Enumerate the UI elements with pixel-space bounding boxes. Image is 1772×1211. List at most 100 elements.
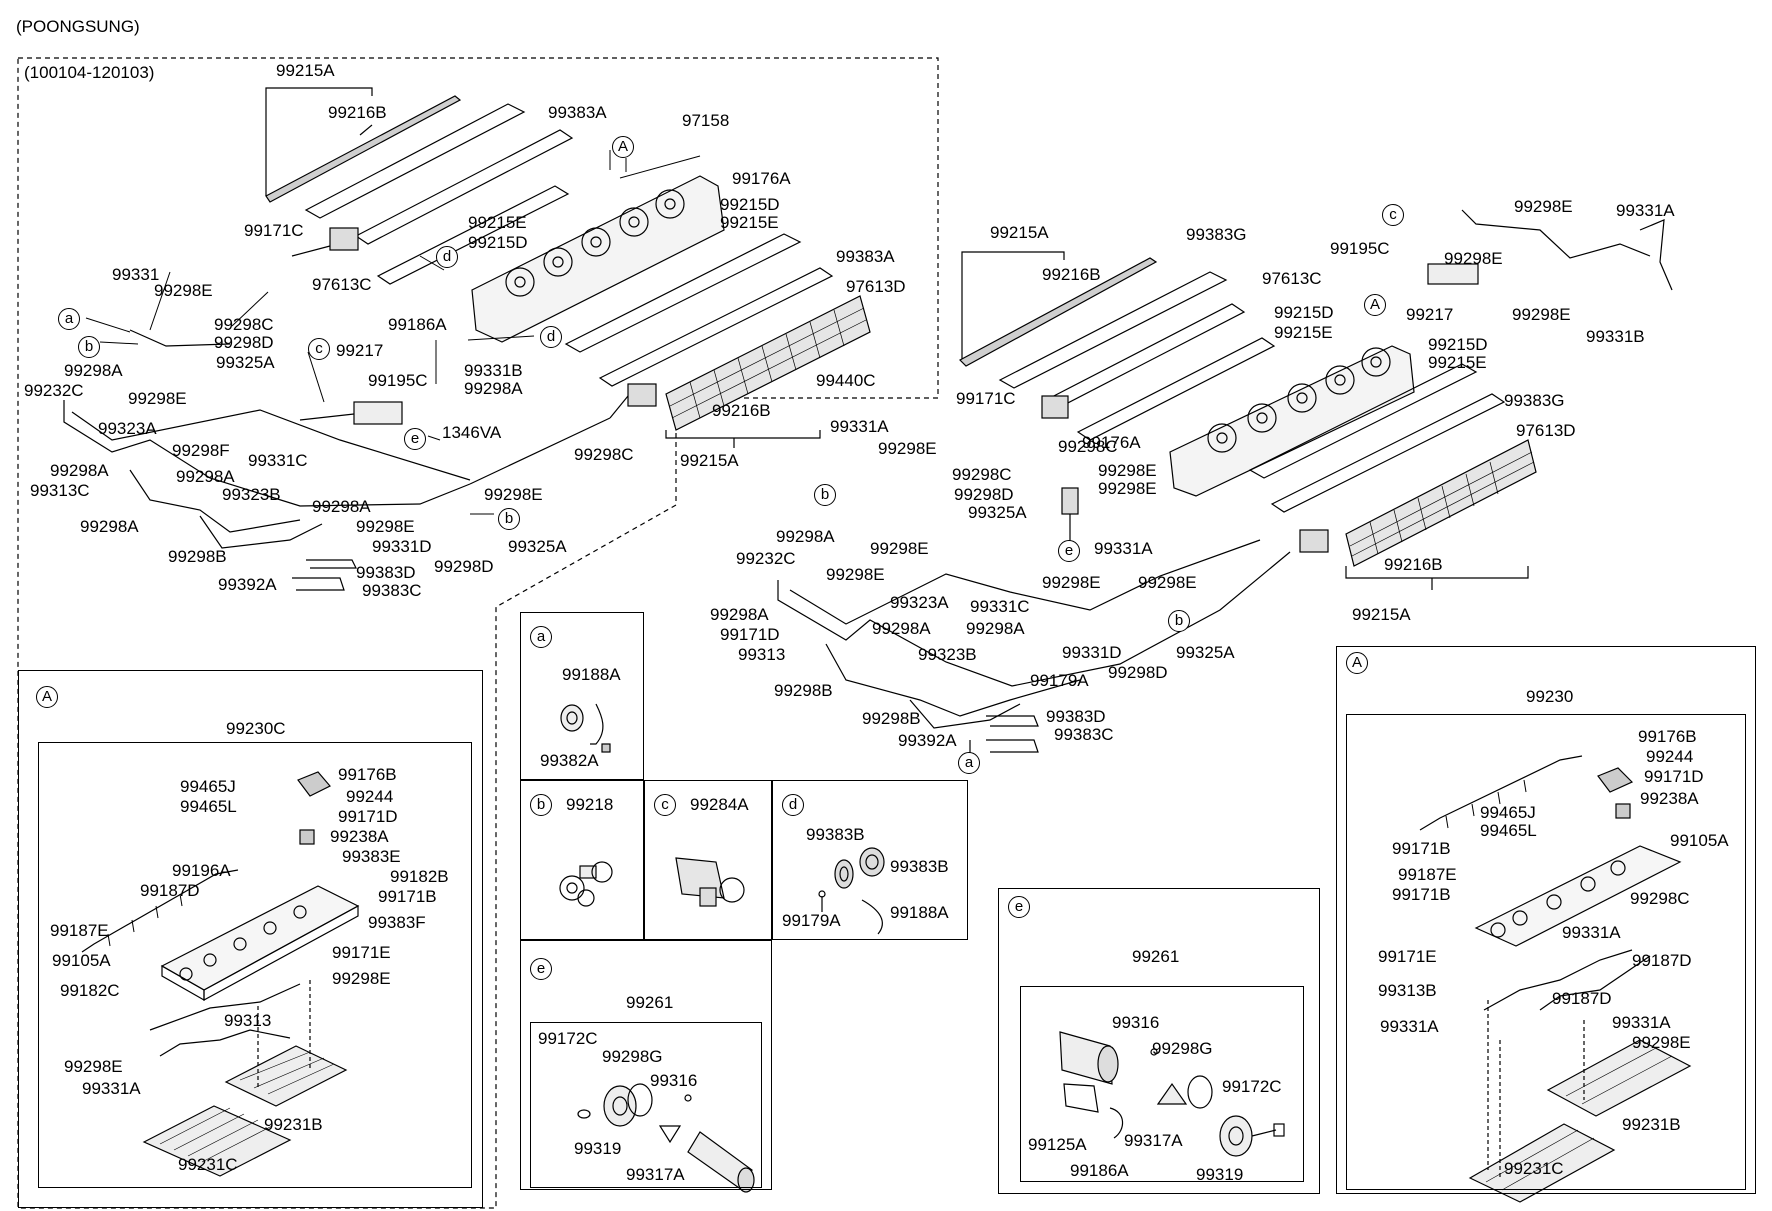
part-label: 99172C [1222, 1077, 1282, 1096]
detail-tag-c: c [654, 794, 676, 816]
part-label: 99217 [336, 341, 384, 360]
part-label: 99171C [956, 389, 1016, 408]
part-label: 99215E [468, 213, 527, 232]
part-label: 99298B [168, 547, 227, 566]
part-label: 99179A [782, 911, 841, 930]
part-label: 99331A [1094, 539, 1153, 558]
part-label: 99188A [562, 665, 621, 684]
part-label: 99298F [172, 441, 230, 460]
part-label: 99171D [720, 625, 780, 644]
part-label: 99331D [1062, 643, 1122, 662]
part-label: 99383C [362, 581, 422, 600]
part-label: 99298E [870, 539, 929, 558]
part-label: 99171D [338, 807, 398, 826]
part-label: 99216B [328, 103, 387, 122]
period-label: (100104-120103) [24, 63, 155, 82]
part-label: 99298D [214, 333, 274, 352]
part-label: 99232C [736, 549, 796, 568]
part-label: 99331B [464, 361, 523, 380]
assembly-label: 99261 [626, 993, 674, 1012]
part-label: 99298E [154, 281, 213, 300]
part-label: 99176B [338, 765, 397, 784]
part-label: 99244 [1646, 747, 1694, 766]
part-label: 99298E [1514, 197, 1573, 216]
detail-e-right-inner [1020, 986, 1304, 1182]
part-label: 99465L [1480, 821, 1537, 840]
part-label: 99298C [952, 465, 1012, 484]
detail-e-left-inner [530, 1022, 762, 1188]
detail-tag-A: A [1346, 652, 1368, 674]
part-label: 99171E [332, 943, 391, 962]
part-label: 99298A [710, 605, 769, 624]
part-label: 99187E [50, 921, 109, 940]
panel-99383A-right [564, 233, 802, 353]
bracket-99215A-right [961, 251, 1065, 260]
part-label: 99215E [720, 213, 779, 232]
assembly-label: 99261 [1132, 947, 1180, 966]
part-label: 97158 [682, 111, 730, 130]
part-label: 99323B [222, 485, 281, 504]
part-label: 99383A [548, 103, 607, 122]
part-label: 99325A [1176, 643, 1235, 662]
bracket-99215A [265, 87, 373, 96]
part-label: 99298A [80, 517, 139, 536]
part-label: 99313 [738, 645, 786, 664]
part-label: 99232C [24, 381, 84, 400]
part-label: 99238A [330, 827, 389, 846]
part-label: 99313 [224, 1011, 272, 1030]
part-label: 99298C [574, 445, 634, 464]
part-label: 99325A [968, 503, 1027, 522]
part-label: 99319 [1196, 1165, 1244, 1184]
part-label: 99298E [64, 1057, 123, 1076]
part-label: 99298E [1512, 305, 1571, 324]
section-outline [17, 57, 939, 1209]
part-label: 99298C [214, 315, 274, 334]
part-label: 99465J [1480, 803, 1536, 822]
part-label: 99298A [966, 619, 1025, 638]
cover-99231B [224, 1045, 348, 1107]
part-label: 99215E [1428, 353, 1487, 372]
callout-e: e [404, 428, 426, 450]
panel-right-2 [598, 267, 834, 387]
callout-A: A [612, 136, 634, 158]
detail-A-left-inner [38, 742, 472, 1188]
part-label: 99298D [954, 485, 1014, 504]
panel-99383A [304, 103, 526, 219]
part-label: 99186A [1070, 1161, 1129, 1180]
part-label: 99440C [816, 371, 876, 390]
part-label: 99313B [1378, 981, 1437, 1000]
part-label: 99187E [1398, 865, 1457, 884]
trim-strip [265, 95, 462, 203]
fan-99244 [297, 771, 331, 797]
part-label: 99331A [1562, 923, 1621, 942]
drain-hose-right [986, 715, 1039, 727]
part-label: 99231B [1622, 1115, 1681, 1134]
part-label: 99392A [898, 731, 957, 750]
part-label: 99383F [368, 913, 426, 932]
detail-tag-e: e [530, 958, 552, 980]
part-label: 99105A [1670, 831, 1729, 850]
detail-e-right-box [998, 888, 1320, 1194]
part-label: 99298E [128, 389, 187, 408]
part-label: 99186A [388, 315, 447, 334]
part-label: 99215A [680, 451, 739, 470]
part-label: 99298E [1138, 573, 1197, 592]
part-label: 99298E [1042, 573, 1101, 592]
part-label: 99298A [776, 527, 835, 546]
evaporator-core-right [1474, 845, 1682, 947]
part-label: 99171D [1644, 767, 1704, 786]
detail-A-right-inner [1346, 714, 1746, 1190]
part-label: 99171B [1392, 885, 1451, 904]
part-label: 99331A [1616, 201, 1675, 220]
harness-99465 [81, 869, 239, 953]
assembly-label: 99230C [226, 719, 286, 738]
panel-2 [354, 129, 574, 245]
callout-b: b [1168, 610, 1190, 632]
part-label: 99244 [346, 787, 394, 806]
part-label: 99298G [602, 1047, 663, 1066]
assembly-label: 99230 [1526, 687, 1574, 706]
part-label: 97613D [1516, 421, 1576, 440]
part-label: 99298E [1632, 1033, 1691, 1052]
part-label: 99319 [574, 1139, 622, 1158]
callout-a: a [958, 752, 980, 774]
